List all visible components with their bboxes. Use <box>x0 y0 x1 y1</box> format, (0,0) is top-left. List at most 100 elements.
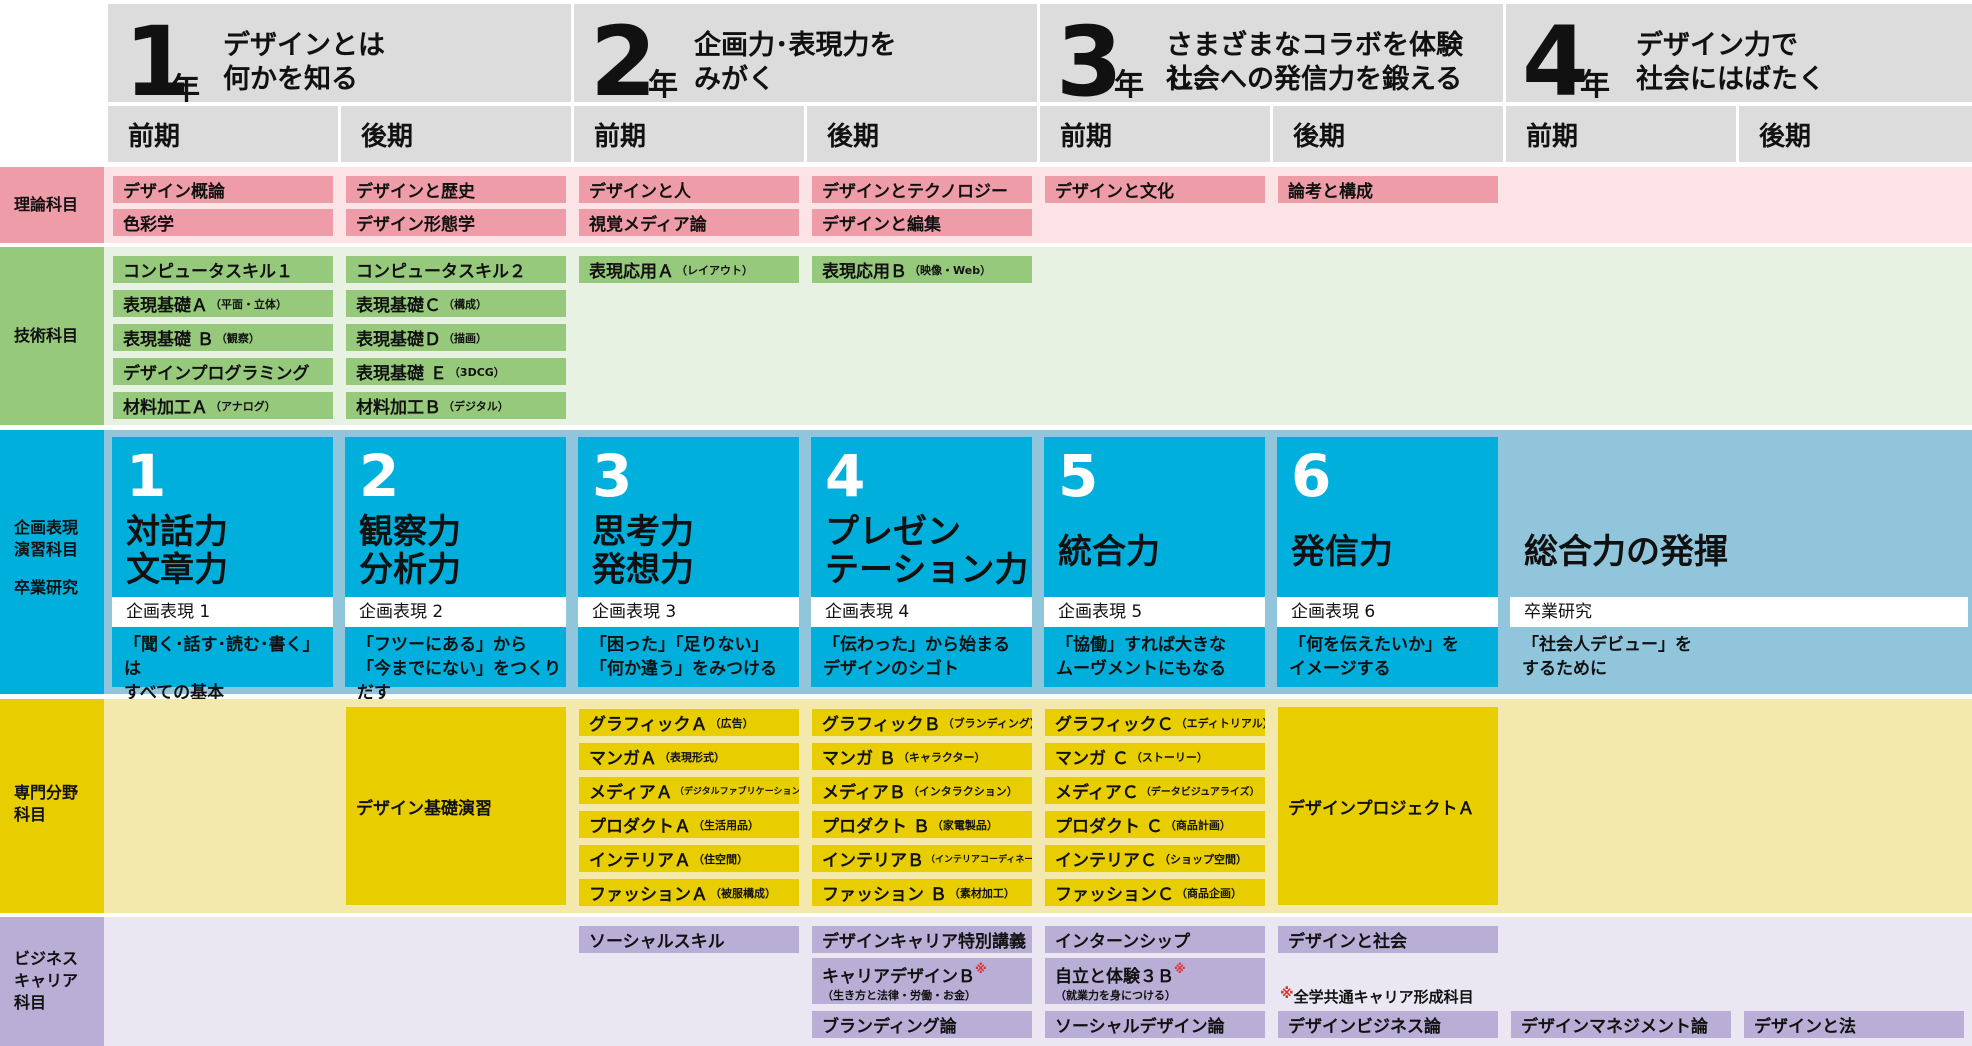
theory-course: デザインと編集 <box>812 209 1032 236</box>
tech-course: デザインプログラミング <box>113 358 333 385</box>
special-course: プロダクトＡ（生活用品） <box>579 811 799 838</box>
tech-course: 材料加工Ｂ（デジタル） <box>346 392 566 419</box>
project-card-5: 5 統合力 企画表現 5 「協働」すれば大きな ムーヴメントにもなる <box>1044 437 1265 687</box>
project-name: 企画表現 2 <box>345 597 566 627</box>
year-title-line2: 社会への発信力を鍛える <box>1166 64 1463 95</box>
career-course: ソーシャルデザイン論 <box>1045 1011 1265 1038</box>
semester-header: 後期 <box>1273 106 1503 162</box>
project-card-6: 6 発信力 企画表現 6 「何を伝えたいか」を イメージする <box>1277 437 1498 687</box>
project-number: 2 <box>359 442 400 510</box>
semester-header: 後期 <box>1739 106 1972 162</box>
special-course: インテリアＣ（ショップ空間） <box>1045 845 1265 872</box>
theory-course: デザインと歴史 <box>346 176 566 203</box>
project-name: 企画表現 4 <box>811 597 1032 627</box>
category-label: 演習科目 <box>14 540 79 559</box>
category-label: 卒業研究 <box>14 578 79 597</box>
year-suffix: 年 <box>1580 68 1610 103</box>
special-course: インテリアＢ（インテリアコーディネート） <box>812 845 1032 872</box>
project-number: 1 <box>126 442 167 510</box>
category-label: 技術科目 <box>14 326 79 345</box>
special-course: ファッションＡ（被服構成） <box>579 879 799 906</box>
project-number: 3 <box>592 442 633 510</box>
project-title: プレゼン テーション力 <box>825 512 1029 590</box>
tech-course: コンピュータスキル２ <box>346 256 566 283</box>
semester-header: 後期 <box>341 106 571 162</box>
tech-course: 表現基礎Ａ（平面・立体） <box>113 290 333 317</box>
semester-header: 前期 <box>1506 106 1736 162</box>
project-name: 企画表現 1 <box>112 597 333 627</box>
semester-header: 前期 <box>1040 106 1270 162</box>
year-header-2: 2 年 企画力･表現力を みがく <box>574 4 1037 110</box>
theory-course: 視覚メディア論 <box>579 209 799 236</box>
career-course: ブランディング論 <box>812 1011 1032 1038</box>
career-course: インターンシップ <box>1045 926 1265 953</box>
special-course: グラフィックＡ（広告） <box>579 709 799 736</box>
project-name: 企画表現 6 <box>1277 597 1498 627</box>
year-title-line1: デザインとは <box>223 30 385 61</box>
tech-course: 表現応用Ｂ（映像・Web） <box>812 256 1032 283</box>
career-course: デザインと社会 <box>1278 926 1498 953</box>
year-header-4: 4 年 デザイン力で 社会にはばたく <box>1506 4 1972 110</box>
year-number: 3 <box>1056 6 1123 118</box>
career-course: 自立と体験３Ｂ※ （就業力を身につける） <box>1045 958 1265 1004</box>
project-card-1: 1 対話力 文章力 企画表現 1 「聞く･話す･読む･書く」は すべての基本 <box>112 437 333 703</box>
project-card-4: 4 プレゼン テーション力 企画表現 4 「伝わった」から始まる デザインのシゴ… <box>811 437 1032 687</box>
project-title: 観察力 分析力 <box>359 512 461 590</box>
semester-header: 後期 <box>807 106 1037 162</box>
project-number: 5 <box>1058 442 1099 510</box>
note-mark: ※ <box>1174 962 1186 976</box>
category-label: 理論科目 <box>14 195 79 214</box>
project-name: 卒業研究 <box>1510 597 1968 627</box>
project-title: 総合力の発揮 <box>1524 532 1728 572</box>
career-course: デザインビジネス論 <box>1278 1011 1498 1038</box>
project-description: 「聞く･話す･読む･書く」は すべての基本 <box>124 635 320 703</box>
career-course: デザインキャリア特別講義 <box>812 926 1032 953</box>
project-description: 「困った」「足りない」 「何か違う」をみつける <box>590 635 777 679</box>
semester-header: 前期 <box>108 106 338 162</box>
special-course-basic: デザイン基礎演習 <box>346 707 566 905</box>
project-description: 「協働」すれば大きな ムーヴメントにもなる <box>1056 635 1226 679</box>
year-number: 2 <box>590 6 657 118</box>
year-suffix: 年 <box>648 68 678 103</box>
project-title: 発信力 <box>1291 532 1393 572</box>
project-card-final: 総合力の発揮 卒業研究 「社会人デビュー」を するために <box>1510 437 1968 687</box>
theory-course: 色彩学 <box>113 209 333 236</box>
special-course: プロダクト Ｃ（商品計画） <box>1045 811 1265 838</box>
project-card-3: 3 思考力 発想力 企画表現 3 「困った」「足りない」 「何か違う」をみつける <box>578 437 799 687</box>
project-number: 4 <box>825 442 866 510</box>
tech-course: 表現応用Ａ（レイアウト） <box>579 256 799 283</box>
special-course: マンガ Ｃ（ストーリー） <box>1045 743 1265 770</box>
theory-course: デザインと文化 <box>1045 176 1265 203</box>
tech-course: 表現基礎Ｄ（描画） <box>346 324 566 351</box>
project-description: 「伝わった」から始まる デザインのシゴト <box>823 635 1010 679</box>
year-suffix: 年 <box>170 72 200 107</box>
career-course: ソーシャルスキル <box>579 926 799 953</box>
category-label: ビジネス <box>14 949 79 968</box>
project-card-2: 2 観察力 分析力 企画表現 2 「フツーにある」から 「今までにない」をつくり… <box>345 437 566 703</box>
year-title-line1: 企画力･表現力を <box>694 30 897 61</box>
project-number: 6 <box>1291 442 1332 510</box>
special-course: グラフィックＣ（エディトリアル） <box>1045 709 1265 736</box>
special-course: メディアＢ（インタラクション） <box>812 777 1032 804</box>
special-course: メディアＡ（デジタルファブリケーション） <box>579 777 799 804</box>
special-course: インテリアＡ（住空間） <box>579 845 799 872</box>
note-mark: ※ <box>975 962 987 976</box>
category-label: 科目 <box>14 993 47 1012</box>
special-course: マンガ Ｂ（キャラクター） <box>812 743 1032 770</box>
category-career: ビジネス キャリア 科目 <box>0 917 104 1046</box>
theory-course: デザイン形態学 <box>346 209 566 236</box>
year-header-3: 3 年 さまざまなコラボを体験し、 社会への発信力を鍛える <box>1040 4 1503 110</box>
tech-course: 表現基礎Ｃ（構成） <box>346 290 566 317</box>
year-header-1: 1 年 デザインとは 何かを知る <box>108 4 571 110</box>
category-tech: 技術科目 <box>0 247 104 425</box>
career-course: キャリアデザインＢ※ （生き方と法律・労働・お金） <box>812 958 1032 1004</box>
semester-header: 前期 <box>574 106 804 162</box>
tech-course: 表現基礎 Ｅ（3DCG） <box>346 358 566 385</box>
career-course: デザインと法 <box>1744 1011 1964 1038</box>
year-title-line2: 何かを知る <box>223 64 358 95</box>
tech-course: 表現基礎 Ｂ（観察） <box>113 324 333 351</box>
theory-course: デザインと人 <box>579 176 799 203</box>
category-label: キャリア <box>14 971 79 990</box>
project-name: 企画表現 5 <box>1044 597 1265 627</box>
category-label: 科目 <box>14 805 47 824</box>
